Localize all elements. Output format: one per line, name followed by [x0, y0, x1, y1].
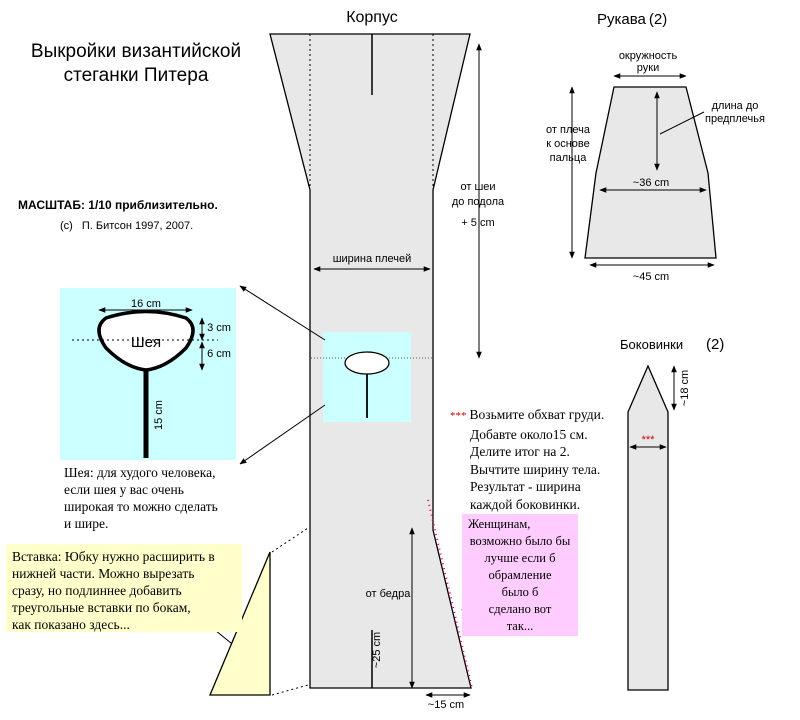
gussets-count: (2): [706, 336, 724, 353]
neck-note-line: и шире.: [64, 516, 109, 531]
insert-note-line: нижней части. Можно вырезать: [12, 566, 195, 581]
neck-width-label: 16 cm: [131, 298, 161, 310]
women-dotted-line: [427, 499, 473, 689]
body-label: Корпус: [346, 9, 398, 26]
women-note-line: возможно было бы: [469, 534, 571, 548]
sleeve-length-line3: пальца: [550, 152, 588, 164]
from-hip-label: от бедра: [366, 588, 412, 600]
sleeves-label: Рукава(2): [597, 11, 667, 28]
neck-note-arrow: [239, 404, 326, 465]
neck-to-hem-line2: до подола: [452, 196, 505, 208]
body-neck-hole: [344, 351, 390, 375]
copyright: (c) П. Битсон 1997, 2007.: [60, 220, 193, 232]
gussets-label: Боковинки: [620, 337, 683, 352]
neck-note-line: Шея: для худого человека,: [64, 465, 216, 480]
gusset-note-line: Вычтите ширину тела.: [470, 461, 601, 477]
insert-note: Вставка: Юбку нужно расширить в нижней ч…: [6, 544, 242, 632]
neck-upper-label: 3 cm: [207, 322, 231, 334]
gusset-note-line: Добавте около15 см.: [470, 426, 588, 442]
neck-note-line: широкая то можно сделать: [64, 499, 218, 514]
neck-note-line: если шея у вас очень: [64, 482, 184, 497]
sleeve-circ-line1: окружность: [619, 50, 678, 62]
women-note-line: было б: [501, 585, 539, 599]
page-title-line2: стеганки Питера: [63, 65, 209, 86]
sleeve-length-line1: от плеча: [546, 124, 591, 136]
neck-to-hem-line1: от шеи: [460, 181, 495, 193]
gusset-note: ***Возьмите обхват груди. Добавте около1…: [450, 406, 630, 513]
women-note: Женщинам, возможно было бы лучше если б …: [462, 514, 578, 636]
gusset-note-line: каждой боковинки.: [470, 496, 581, 512]
page-title: Выкройки византийской стеганки Питера: [0, 40, 272, 88]
sleeve-forearm-line2: предплечья: [705, 113, 765, 125]
women-note-line: лучше если б: [484, 551, 556, 565]
sleeve-circ-line2: руки: [637, 62, 659, 74]
insert-note-line: Вставка: Юбку нужно расширить в: [12, 549, 215, 564]
insert-note-line: сразу, но подлиннее добавить: [12, 583, 182, 598]
gusset-stars: ***: [642, 434, 656, 446]
neck-outline: [97, 309, 195, 372]
neck-to-hem-line3: + 5 cm: [461, 217, 494, 229]
insert-guide-bottom: [271, 684, 309, 696]
sleeve-forearm-line1: длина до: [712, 100, 759, 112]
neck-slit-label: 15 cm: [153, 400, 165, 430]
gusset-note-line: Результат - ширина: [470, 479, 581, 494]
sleeve-forearm-leader: [659, 111, 705, 135]
copyright-text: П. Битсон 1997, 2007.: [81, 220, 194, 232]
gusset-pattern-piece: [627, 364, 669, 691]
neck-lower-label: 6 cm: [207, 348, 231, 360]
copyright-symbol: (c): [60, 220, 73, 232]
neck-label: Шея: [131, 334, 161, 351]
insert-note-line: треугольные вставки по бокам,: [12, 600, 191, 615]
sleeve-pattern-piece: [584, 86, 717, 259]
sleeve-mid-label: ~36 cm: [633, 177, 669, 189]
gusset-point-label: ~18 cm: [679, 370, 691, 406]
gusset-note-stars: ***: [450, 410, 467, 422]
women-note-line: сделано вот: [488, 602, 552, 616]
insert-guide-top: [271, 527, 309, 553]
women-note-line: так...: [506, 619, 534, 633]
neck-zoom-arrow: [239, 285, 326, 341]
gusset-note-line: Делите итог на 2.: [470, 444, 570, 459]
gusset-note-line: Возьмите обхват груди.: [469, 407, 605, 422]
scale-label: МАСШТАБ: 1/10 приблизительно.: [18, 198, 218, 212]
women-note-line: обрамление: [488, 568, 552, 582]
sleeve-length-line2: к основе: [546, 138, 590, 150]
neck-note: Шея: для худого человека, если шея у вас…: [64, 464, 240, 532]
page-title-line1: Выкройки византийской: [30, 41, 242, 62]
bottom-width-label: ~15 cm: [428, 699, 464, 711]
insert-note-line: как показано здесь...: [12, 617, 130, 632]
hip-length-label: ~25 cm: [371, 632, 383, 668]
shoulder-width-label: ширина плечей: [333, 253, 412, 265]
women-note-line: Женщинам,: [468, 517, 531, 531]
sleeve-bottom-label: ~45 cm: [633, 271, 669, 283]
